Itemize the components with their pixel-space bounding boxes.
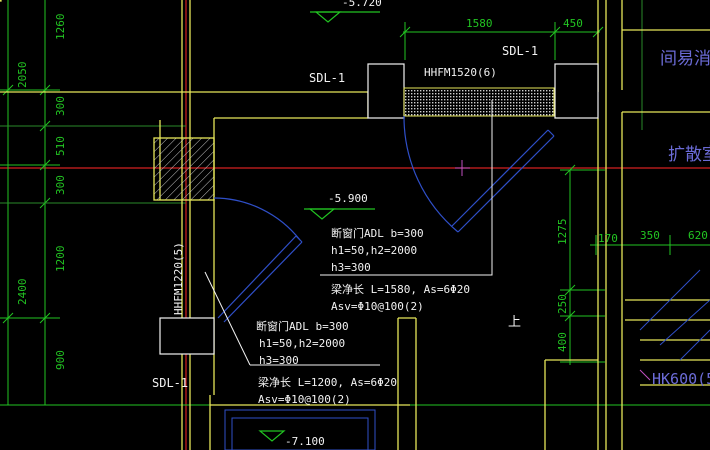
note2-line2: h1=50,h2=2000 (259, 337, 345, 350)
column-hatch (153, 137, 215, 201)
hk-label: HK600(5 (652, 370, 710, 388)
beam-note-2: 断窗门ADL b=300 h1=50,h2=2000 h3=300 梁净长 L=… (256, 319, 397, 406)
beam-note-1: 断窗门ADL b=300 h1=50,h2=2000 h3=300 梁净长 L=… (331, 226, 470, 313)
elevation-top: -5.720 (342, 0, 382, 9)
note1-line1: 断窗门ADL b=300 (331, 226, 424, 240)
note1-line3: h3=300 (331, 261, 371, 274)
sdl-label-left: SDL-1 (152, 376, 188, 390)
room-label-top-right: 间易消游 (660, 49, 710, 69)
note2-line4: 梁净长 L=1200, As=6Φ20 (258, 375, 397, 389)
note1-line5: Asv=Φ10@100(2) (331, 300, 424, 313)
elevation-markers (258, 11, 380, 442)
right-dimension-texts: 1275 250 400 170 350 620 (556, 219, 708, 353)
dim-300a: 300 (54, 96, 67, 116)
up-label: 上 (508, 315, 521, 330)
elevation-mid: -5.900 (328, 192, 368, 205)
dim-900: 900 (54, 350, 67, 370)
dim-350: 350 (640, 229, 660, 242)
dim-2050: 2050 (16, 62, 29, 89)
note2-line1: 断窗门ADL b=300 (256, 319, 349, 333)
dim-170: 170 (598, 232, 618, 245)
door-sill-dotted (403, 87, 555, 117)
wall-stubs (159, 63, 599, 355)
dim-1580: 1580 (466, 17, 493, 30)
note1-line2: h1=50,h2=2000 (331, 244, 417, 257)
annotation-leaders (204, 100, 493, 366)
dim-250: 250 (556, 294, 569, 314)
wall-stub-left-top (367, 63, 405, 119)
door-label-left: HHFM1220(5) (172, 242, 185, 315)
dim-450: 450 (563, 17, 583, 30)
dim-1200: 1200 (54, 246, 67, 273)
note1-line4: 梁净长 L=1580, As=6Φ20 (331, 282, 470, 296)
note2-line3: h3=300 (259, 354, 299, 367)
elevation-bottom: -7.100 (285, 435, 325, 448)
sdl-label-top-left: SDL-1 (309, 71, 345, 85)
dim-400: 400 (556, 332, 569, 352)
dim-2400: 2400 (16, 279, 29, 306)
sdl-label-top-right: SDL-1 (502, 44, 538, 58)
door-swings (213, 115, 555, 323)
dim-1260: 1260 (54, 14, 67, 41)
note2-line5: Asv=Φ10@100(2) (258, 393, 351, 406)
blue-box-bottom (224, 269, 710, 450)
left-dimension-texts: 2050 1260 300 510 300 2400 1200 900 (16, 14, 67, 371)
dim-510: 510 (54, 136, 67, 156)
door-label-top: HHFM1520(6) (424, 66, 497, 79)
wall-stub-left-door (159, 317, 215, 355)
dim-300b: 300 (54, 175, 67, 195)
room-label-right: 扩散室 (668, 145, 710, 165)
magenta-accents (455, 160, 651, 381)
dim-620: 620 (688, 229, 708, 242)
wall-stub-right-top (554, 63, 599, 119)
dim-1275: 1275 (556, 219, 569, 246)
